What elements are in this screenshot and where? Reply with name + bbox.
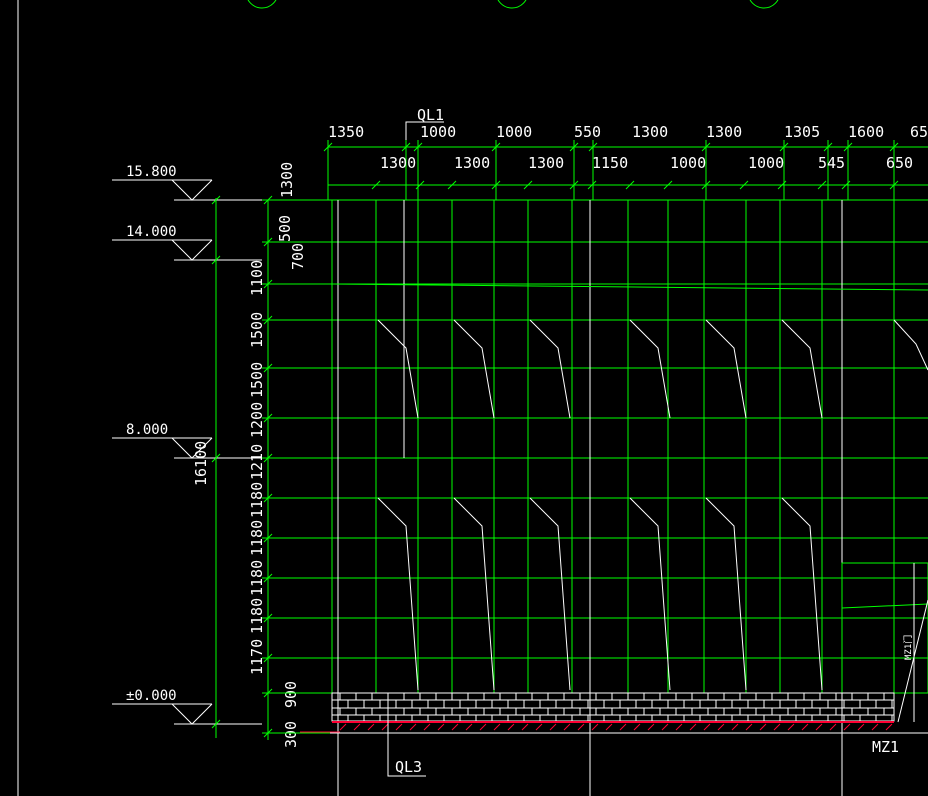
elevation-triangle-icon: [171, 703, 213, 725]
elevation-triangle-icon: [171, 239, 213, 261]
top-dim-label-2: 1300: [380, 154, 416, 172]
level-markers: 15.800 14.000 8.000 ±0.000: [112, 164, 262, 729]
vertical-dim-label: 1500: [248, 312, 266, 348]
top-dim-label: 1300: [706, 123, 742, 141]
vertical-dim-label: 1180: [248, 482, 266, 518]
top-dim-label-2: 1300: [528, 154, 564, 172]
vertical-dim-label: 1180: [248, 560, 266, 596]
top-dim-label: 65: [910, 123, 928, 141]
mz1-small-label: MZ1门: [902, 635, 914, 660]
mz1-label: MZ1: [872, 738, 899, 756]
top-dimension-row2: 1300 1300 1300 1150 1000 1000 545 650: [371, 154, 913, 190]
vertical-dim-label: 1100: [248, 260, 266, 296]
top-dim-label: 1000: [496, 123, 532, 141]
top-dim-label: 1300: [632, 123, 668, 141]
ql3-label: QL3: [395, 758, 422, 776]
mz1-diag: [897, 599, 928, 723]
level-marker: ±0.000: [112, 688, 262, 729]
top-dim-label: 1000: [420, 123, 456, 141]
top-dimension-row1: 1350 1000 1000 550 1300 1300 1305 1600 65: [323, 123, 928, 200]
ql1-tag: QL1: [405, 106, 444, 200]
ql1-label: QL1: [417, 106, 444, 124]
top-dim-label-2: 1150: [592, 154, 628, 172]
level-label: 14.000: [126, 224, 177, 240]
vertical-dim-label: 1180: [248, 598, 266, 634]
top-dim-label-2: 1000: [670, 154, 706, 172]
mz1-tag: MZ1 MZ1门: [872, 563, 928, 756]
vertical-dim-label: 1170: [248, 639, 266, 675]
facade-grid: [300, 199, 928, 796]
level-marker: 8.000: [112, 422, 262, 463]
vertical-dim-label: 500: [276, 215, 294, 242]
top-dim-label-2: 1000: [748, 154, 784, 172]
vertical-dim-label: 1300: [278, 162, 296, 198]
total-height-label: 16100: [192, 441, 210, 486]
level-label: 15.800: [126, 164, 177, 180]
level-label: 8.000: [126, 422, 168, 438]
level-label: ±0.000: [126, 688, 177, 704]
top-dim-label-2: 545: [818, 154, 845, 172]
top-dim-label: 1600: [848, 123, 884, 141]
vertical-dim-label: 1180: [248, 520, 266, 556]
vertical-dim-label: 900: [282, 681, 300, 708]
vertical-dim-label: 1500: [248, 362, 266, 398]
top-dim-label-2: 1300: [454, 154, 490, 172]
window-sash-lines: [377, 319, 928, 691]
top-dim-label: 550: [574, 123, 601, 141]
plinth: [300, 692, 928, 734]
top-dim-label-2: 650: [886, 154, 913, 172]
axis-circle-icon: [247, 0, 779, 9]
top-dim-label: 1350: [328, 123, 364, 141]
elevation-triangle-icon: [171, 179, 213, 201]
level-marker: 14.000: [112, 224, 262, 265]
vertical-dim-label: 300: [282, 721, 300, 748]
vertical-dim-label: 1200: [248, 402, 266, 438]
vertical-dim-label: 1210: [248, 444, 266, 480]
level-marker: 15.800: [112, 164, 262, 205]
top-dim-label: 1305: [784, 123, 820, 141]
vertical-dim-label: 700: [289, 243, 307, 270]
ql3-tag: QL3: [387, 693, 426, 777]
